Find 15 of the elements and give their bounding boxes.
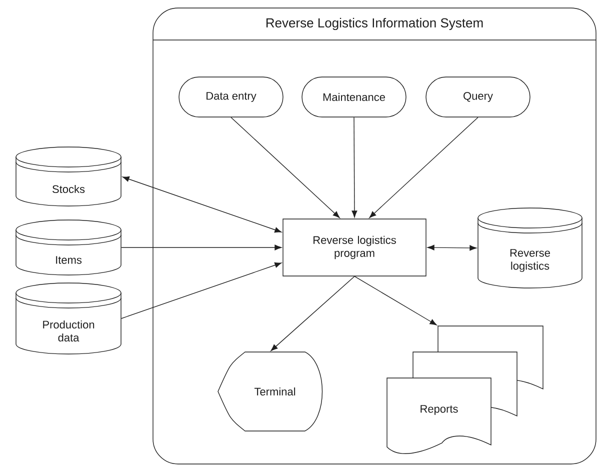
process-box: Reverse logistics program bbox=[282, 218, 426, 276]
arrow bbox=[354, 276, 437, 326]
arrow bbox=[352, 117, 358, 218]
document-stack: Reports bbox=[386, 326, 544, 454]
arrow bbox=[427, 244, 477, 251]
arrow bbox=[122, 176, 282, 233]
arrow bbox=[121, 262, 282, 319]
database-cylinder: Production data bbox=[16, 282, 122, 354]
arrow bbox=[369, 117, 478, 218]
arrow bbox=[230, 117, 340, 218]
arrow bbox=[270, 276, 355, 352]
database-cylinder: Stocks bbox=[16, 146, 122, 206]
arrow bbox=[121, 244, 282, 250]
database-cylinder: Items bbox=[16, 220, 122, 276]
database-cylinder: Reverse logistics bbox=[478, 208, 582, 288]
